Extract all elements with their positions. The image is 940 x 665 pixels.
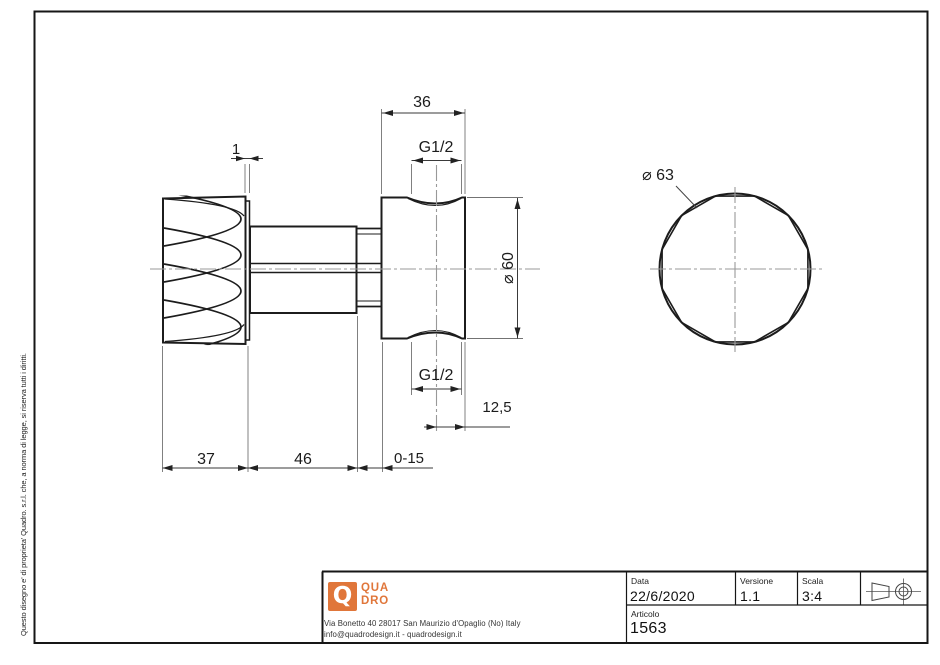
title-block-grid — [321, 570, 928, 643]
dim-plate-thickness: 1 — [231, 141, 241, 158]
side-view-linework — [150, 165, 540, 431]
front-view-linework — [650, 185, 822, 352]
dim-shaft-length: 46 — [294, 451, 312, 468]
field-value-versione: 1.1 — [740, 588, 761, 604]
dim-knob-diameter: ⌀ 63 — [642, 167, 674, 184]
field-label-articolo: Articolo — [631, 609, 660, 619]
dim-thread-bottom: G1/2 — [418, 367, 454, 384]
dimension-linework — [162, 109, 523, 472]
field-label-data: Data — [631, 576, 649, 586]
logo-word-bottom: DRO — [361, 595, 389, 607]
field-value-data: 22/6/2020 — [630, 588, 695, 604]
logo-word-top: QUA — [361, 582, 389, 594]
company-address: Via Bonetto 40 28017 San Maurizio d'Opag… — [324, 619, 521, 628]
field-value-articolo: 1563 — [630, 620, 667, 637]
dim-adjustment-range: 0-15 — [393, 450, 425, 467]
dim-thread-top: G1/2 — [418, 139, 454, 156]
field-value-scala: 3:4 — [802, 588, 823, 604]
dim-body-diameter: ⌀ 60 — [500, 252, 517, 284]
ownership-note: Questo disegno e' di proprieta' Quadro. … — [19, 353, 28, 636]
quadro-logo-icon: Q — [328, 582, 357, 611]
drawing-frame — [33, 10, 929, 644]
company-contacts: info@quadrodesign.it - quadrodesign.it — [324, 629, 462, 639]
field-label-scala: Scala — [802, 576, 824, 586]
field-label-versione: Versione — [740, 576, 774, 586]
projection-symbol-icon — [866, 578, 921, 605]
quadro-logo-wordmark: QUA DRO — [361, 582, 389, 608]
dim-edge-offset: 12,5 — [482, 399, 512, 416]
dim-knob-depth: 37 — [197, 451, 215, 468]
dim-body-width: 36 — [413, 94, 431, 111]
